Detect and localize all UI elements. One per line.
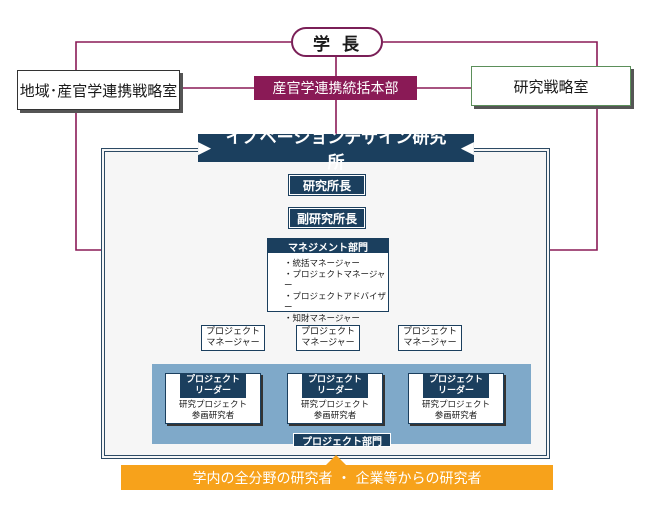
pl-body-line1: 研究プロジェクト [178,400,247,410]
pl-head-line2: リーダー [194,386,231,396]
pm-line2: マネージャー [403,338,457,348]
pl-head-line2: リーダー [437,386,474,396]
pl-body-line2: 参画研究者 [434,411,478,421]
project-manager-box-right: プロジェクト マネージャー [398,325,462,351]
pm-line1: プロジェクト [402,327,457,337]
industry-academia-hq: 産官学連携統括本部 [254,76,417,100]
research-strategy-office: 研究戦略室 [471,66,631,106]
arrow-left-icon: ◀ [460,138,474,158]
project-leader-head: プロジェクト リーダー [180,374,246,398]
pl-head-line1: プロジェクト [428,375,483,385]
pm-line1: プロジェクト [205,327,260,337]
project-leader-body: 研究プロジェクト 参画研究者 [409,399,503,423]
project-manager-box-left: プロジェクト マネージャー [201,325,265,351]
researchers-bar: 学内の全分野の研究者 ・ 企業等からの研究者 [121,465,553,490]
management-role-item: プロジェクトマネージャー [284,270,388,292]
management-role-item: 知財マネージャー [284,314,388,325]
pl-head-line1: プロジェクト [307,375,362,385]
pl-head-line2: リーダー [316,386,353,396]
project-leader-box-left: プロジェクト リーダー 研究プロジェクト 参画研究者 [165,373,261,424]
regional-strategy-office: 地域･産官学連携戦略室 [17,70,180,110]
management-role-item: プロジェクトアドバイザー [284,292,388,314]
pl-body-line1: 研究プロジェクト [421,400,490,410]
project-leader-body: 研究プロジェクト 参画研究者 [166,399,260,423]
vice-director-box: 副研究所長 [288,207,366,229]
project-leader-body: 研究プロジェクト 参画研究者 [288,399,382,423]
arrow-right-icon: ▶ [198,138,212,158]
management-dept-box: マネジメント部門 統括マネージャー プロジェクトマネージャー プロジェクトアドバ… [267,238,389,324]
project-leader-head: プロジェクト リーダー [423,374,489,398]
pm-line2: マネージャー [301,338,355,348]
president-left-line [75,41,291,251]
project-dept-label: プロジェクト部門 [293,433,391,448]
president-box: 学長 [291,27,383,57]
project-manager-box-center: プロジェクト マネージャー [296,325,360,351]
director-box: 研究所長 [288,174,366,196]
management-dept-title: マネジメント部門 [268,239,388,254]
pl-body-line1: 研究プロジェクト [300,400,369,410]
project-leader-box-center: プロジェクト リーダー 研究プロジェクト 参画研究者 [287,373,383,424]
project-leader-box-right: プロジェクト リーダー 研究プロジェクト 参画研究者 [408,373,504,424]
pl-body-line2: 参画研究者 [191,411,235,421]
institute-title-text: イノベーションデザイン研究所 [225,128,447,173]
pm-line1: プロジェクト [300,327,355,337]
bar-notch-shape [324,455,348,467]
project-leader-head: プロジェクト リーダー [302,374,368,398]
institute-title: ▶ イノベーションデザイン研究所 ◀ [198,128,474,173]
pm-line2: マネージャー [206,338,260,348]
pl-head-line1: プロジェクト [185,375,240,385]
pl-body-line2: 参画研究者 [313,411,357,421]
management-role-list: 統括マネージャー プロジェクトマネージャー プロジェクトアドバイザー 知財マネー… [284,259,388,325]
president-right-line [383,41,598,251]
management-role-item: 統括マネージャー [284,259,388,270]
